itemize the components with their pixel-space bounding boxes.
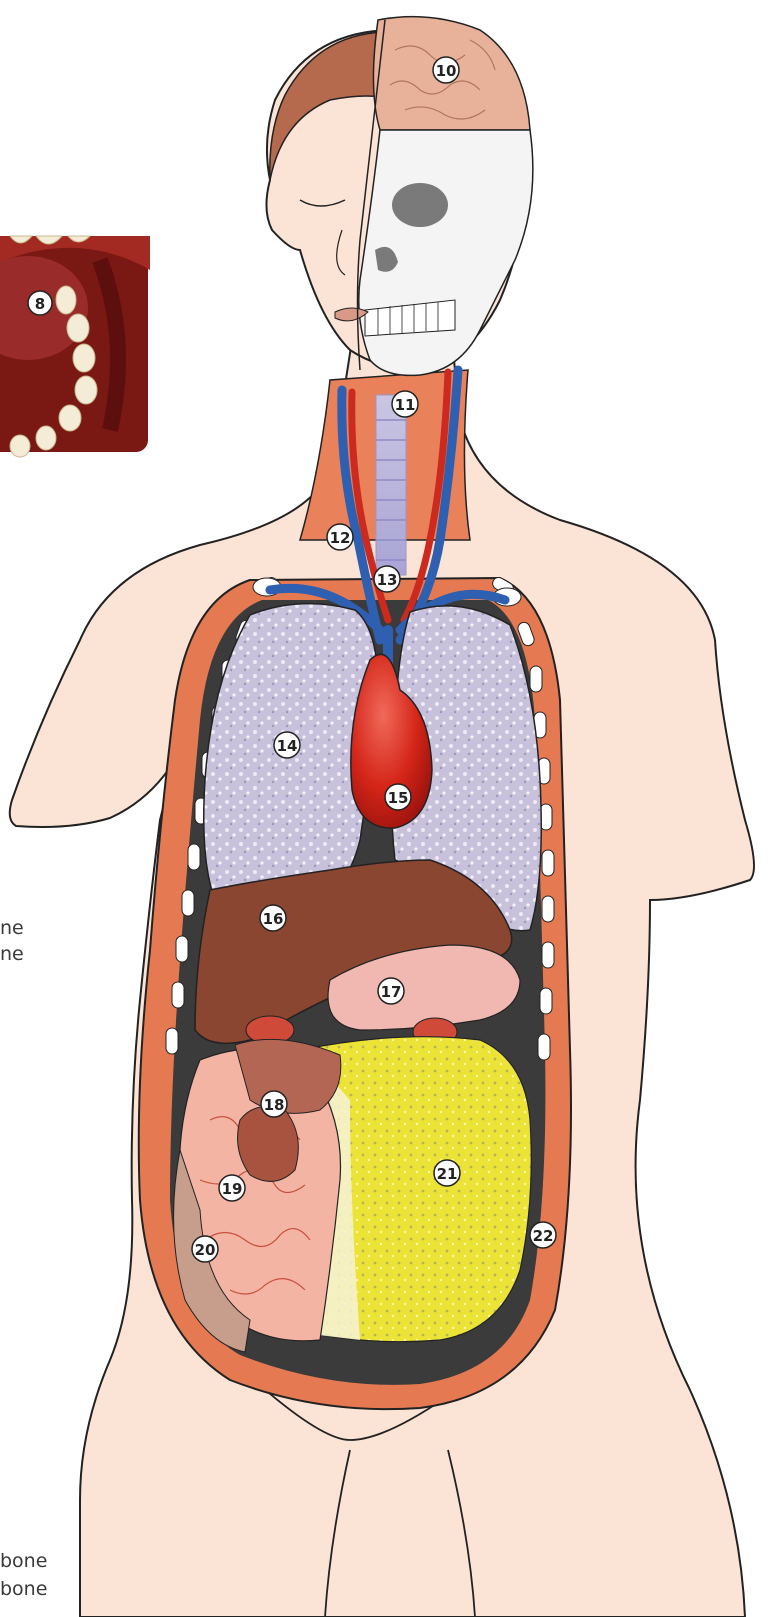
svg-text:12: 12 — [330, 529, 351, 547]
mouth-photo-inset — [0, 236, 150, 457]
label-13: 13 — [374, 566, 400, 592]
svg-text:16: 16 — [263, 910, 284, 928]
label-18: 18 — [261, 1091, 287, 1117]
svg-text:22: 22 — [533, 1227, 554, 1245]
svg-text:14: 14 — [277, 737, 298, 755]
eye-socket — [392, 183, 448, 227]
label-8: 8 — [28, 291, 52, 315]
svg-text:15: 15 — [388, 789, 409, 807]
label-10: 10 — [433, 57, 459, 83]
svg-text:8: 8 — [35, 295, 45, 313]
label-21: 21 — [434, 1160, 460, 1186]
label-12: 12 — [327, 524, 353, 550]
label-11: 11 — [392, 391, 418, 417]
label-14: 14 — [274, 732, 300, 758]
label-22: 22 — [530, 1222, 556, 1248]
trachea — [376, 395, 406, 575]
svg-text:21: 21 — [437, 1165, 458, 1183]
svg-text:20: 20 — [195, 1241, 216, 1259]
svg-text:17: 17 — [381, 983, 402, 1001]
kidney-region — [238, 1107, 299, 1182]
label-15: 15 — [385, 784, 411, 810]
svg-text:18: 18 — [264, 1096, 285, 1114]
svg-text:19: 19 — [222, 1180, 243, 1198]
label-16: 16 — [260, 905, 286, 931]
svg-text:10: 10 — [436, 62, 457, 80]
label-17: 17 — [378, 978, 404, 1004]
label-20: 20 — [192, 1236, 218, 1262]
svg-text:13: 13 — [377, 571, 398, 589]
svg-text:11: 11 — [395, 396, 416, 414]
label-19: 19 — [219, 1175, 245, 1201]
